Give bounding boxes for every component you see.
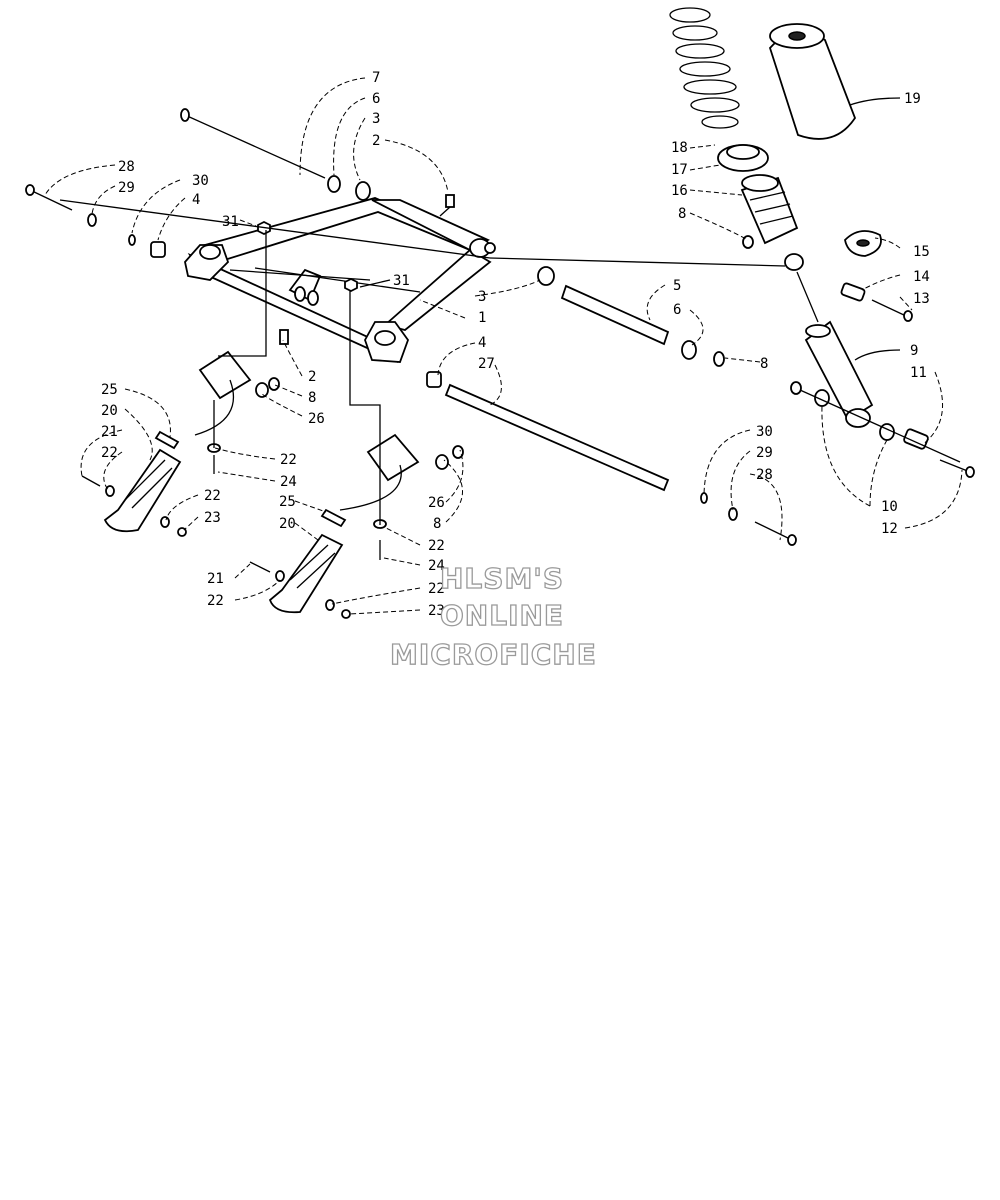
label-12: 12 — [881, 521, 898, 537]
label-8-right: 8 — [433, 516, 441, 532]
label-8-top: 8 — [678, 206, 686, 222]
label-3-right: 3 — [478, 289, 486, 305]
label-17: 17 — [671, 162, 688, 178]
label-27: 27 — [478, 356, 495, 372]
washer-30-left — [128, 234, 136, 246]
shaft-5 — [560, 284, 670, 346]
label-3-top: 3 — [372, 111, 380, 127]
label-26-right: 26 — [428, 495, 445, 511]
label-2-low: 2 — [308, 369, 316, 385]
label-29-right: 29 — [756, 445, 773, 461]
assembly-lines — [59, 199, 491, 525]
label-5: 5 — [673, 278, 681, 294]
label-22-left-c: 22 — [204, 488, 221, 504]
bolt-28-right — [754, 521, 797, 546]
label-25-left: 25 — [101, 382, 118, 398]
bushing-3-right — [537, 266, 555, 286]
bushing-6-top — [327, 175, 341, 193]
label-15: 15 — [913, 244, 930, 260]
label-30-left: 30 — [192, 173, 209, 189]
label-2-top: 2 — [372, 133, 380, 149]
label-20-right: 20 — [279, 516, 296, 532]
label-13: 13 — [913, 291, 930, 307]
bolt-7 — [180, 108, 326, 179]
label-18: 18 — [671, 140, 688, 156]
nut-8-b — [790, 381, 802, 395]
label-8-mid: 8 — [760, 356, 768, 372]
label-22-right-b: 22 — [207, 593, 224, 609]
label-10: 10 — [881, 499, 898, 515]
washer-29-right — [728, 507, 738, 521]
label-20-left: 20 — [101, 403, 118, 419]
label-22-right-a: 22 — [428, 538, 445, 554]
leader-lines — [44, 77, 963, 615]
label-4-left: 4 — [192, 192, 200, 208]
bushing-3-top — [355, 181, 371, 201]
nut-8-a — [713, 351, 725, 367]
label-28-left: 28 — [118, 159, 135, 175]
washer-30-right — [700, 492, 708, 504]
spacer-14 — [840, 282, 866, 302]
label-9: 9 — [910, 343, 918, 359]
nut-8-top — [742, 235, 754, 249]
bushing-6-right — [681, 340, 697, 360]
label-30-right: 30 — [756, 424, 773, 440]
shock-axis-line — [799, 389, 961, 463]
label-21-right: 21 — [207, 571, 224, 587]
label-31-left: 31 — [222, 214, 239, 230]
label-23-right: 23 — [428, 603, 445, 619]
reference-line — [489, 257, 786, 267]
label-21-left: 21 — [101, 424, 118, 440]
label-22-right-c: 22 — [428, 581, 445, 597]
drawing — [25, 7, 975, 619]
label-7: 7 — [372, 70, 380, 86]
label-6-right: 6 — [673, 302, 681, 318]
washer-29-left — [87, 213, 97, 227]
label-28-right: 28 — [756, 467, 773, 483]
label-4-right: 4 — [478, 335, 486, 351]
watermark-line-3: MICROFICHE — [390, 638, 597, 671]
spacer-4-right — [426, 371, 442, 388]
label-29-left: 29 — [118, 180, 135, 196]
bolt-12 — [939, 459, 975, 478]
boot-19 — [768, 23, 857, 140]
swing-arm-1 — [184, 197, 496, 363]
label-6-top: 6 — [372, 91, 380, 107]
cup-15 — [844, 230, 882, 257]
retainer-17 — [717, 144, 769, 172]
label-23-left: 23 — [204, 510, 221, 526]
bumper-16 — [740, 174, 799, 245]
label-22-left-a: 22 — [101, 445, 118, 461]
label-1: 1 — [478, 310, 486, 326]
label-22-left-b: 22 — [280, 452, 297, 468]
spacer-4-left — [150, 241, 166, 258]
label-8-low-left: 8 — [308, 390, 316, 406]
spacer-11 — [903, 428, 929, 450]
label-14: 14 — [913, 269, 930, 285]
label-26-left: 26 — [308, 411, 325, 427]
label-11: 11 — [910, 365, 927, 381]
footrest-left — [81, 350, 280, 537]
label-24-right: 24 — [428, 558, 445, 574]
label-25-right: 25 — [279, 494, 296, 510]
grease-fitting-2-top — [439, 194, 455, 217]
bolt-28-left — [25, 184, 73, 211]
watermark-line-1: HLSM'S — [440, 562, 564, 595]
label-16: 16 — [671, 183, 688, 199]
spring-18 — [669, 7, 740, 129]
label-31-right: 31 — [393, 273, 410, 289]
callout-labels: 7 6 3 2 28 29 30 4 31 31 3 1 4 27 5 6 8 … — [101, 70, 930, 619]
watermark: HLSM'S ONLINE MICROFICHE — [389, 561, 597, 671]
watermark-line-2: ONLINE — [440, 599, 564, 632]
bolt-13 — [871, 299, 913, 322]
shaft-27 — [444, 383, 670, 492]
label-24-left: 24 — [280, 474, 297, 490]
label-19: 19 — [904, 91, 921, 107]
